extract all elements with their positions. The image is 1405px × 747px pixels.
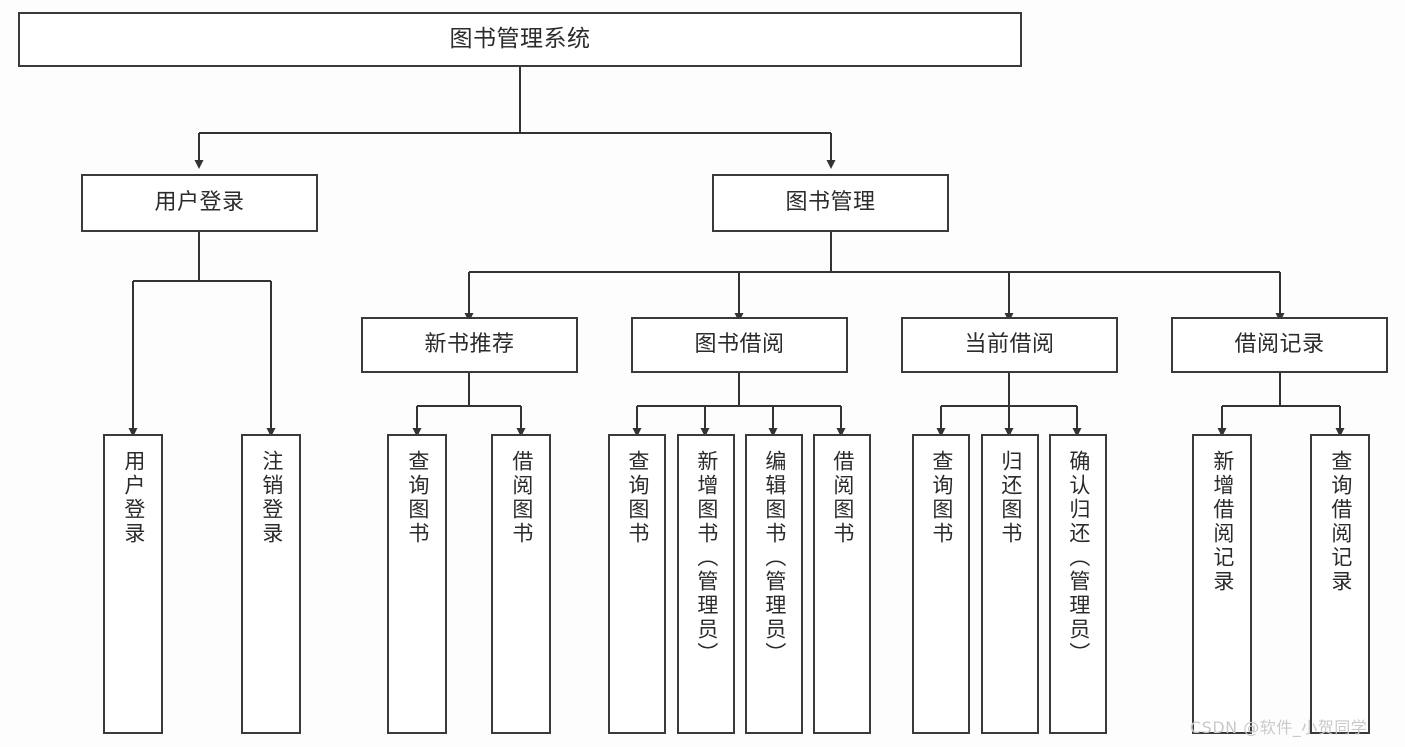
node-label: 新增图书（管理员） — [694, 450, 719, 666]
leaf-user-logout[interactable]: 注销登录 — [241, 434, 301, 734]
node-root-system[interactable]: 图书管理系统 — [18, 12, 1022, 67]
leaf-record-query-record[interactable]: 查询借阅记录 — [1310, 434, 1370, 734]
leaf-recommend-borrow-book[interactable]: 借阅图书 — [491, 434, 551, 734]
node-label: 查询借阅记录 — [1328, 450, 1353, 594]
node-label: 借阅图书 — [509, 450, 534, 546]
node-label: 图书借阅 — [694, 332, 785, 358]
node-label: 图书管理系统 — [449, 25, 591, 52]
node-user-login[interactable]: 用户登录 — [81, 174, 318, 232]
node-label: 查询图书 — [929, 450, 954, 546]
node-current-borrow[interactable]: 当前借阅 — [901, 317, 1118, 373]
leaf-user-login[interactable]: 用户登录 — [103, 434, 163, 734]
node-label: 借阅图书 — [830, 450, 855, 546]
leaf-borrow-query-book[interactable]: 查询图书 — [608, 434, 666, 734]
node-label: 用户登录 — [121, 450, 146, 546]
node-label: 新增借阅记录 — [1210, 450, 1235, 594]
leaf-recommend-query-book[interactable]: 查询图书 — [387, 434, 447, 734]
node-label: 注销登录 — [259, 450, 284, 546]
node-label: 用户登录 — [154, 190, 245, 216]
watermark-csdn: CSDN @软件_小贺同学 — [1190, 718, 1368, 737]
leaf-record-add-record[interactable]: 新增借阅记录 — [1192, 434, 1252, 734]
node-book-management[interactable]: 图书管理 — [712, 174, 949, 232]
node-label: 查询图书 — [405, 450, 430, 546]
node-new-book-recommend[interactable]: 新书推荐 — [361, 317, 578, 373]
node-label: 图书管理 — [785, 190, 876, 216]
leaf-borrow-borrow-book[interactable]: 借阅图书 — [813, 434, 871, 734]
leaf-current-query-book[interactable]: 查询图书 — [912, 434, 970, 734]
node-label: 编辑图书（管理员） — [762, 450, 787, 666]
leaf-borrow-add-book-admin[interactable]: 新增图书（管理员） — [677, 434, 735, 734]
node-label: 当前借阅 — [964, 332, 1055, 358]
node-label: 查询图书 — [625, 450, 650, 546]
leaf-borrow-edit-book-admin[interactable]: 编辑图书（管理员） — [745, 434, 803, 734]
node-label: 新书推荐 — [424, 332, 515, 358]
node-label: 借阅记录 — [1234, 332, 1325, 358]
node-label: 归还图书 — [998, 450, 1023, 546]
node-borrow-record[interactable]: 借阅记录 — [1171, 317, 1388, 373]
leaf-current-confirm-return-admin[interactable]: 确认归还（管理员） — [1049, 434, 1107, 734]
node-label: 确认归还（管理员） — [1066, 450, 1091, 666]
node-book-borrow[interactable]: 图书借阅 — [631, 317, 848, 373]
leaf-current-return-book[interactable]: 归还图书 — [981, 434, 1039, 734]
